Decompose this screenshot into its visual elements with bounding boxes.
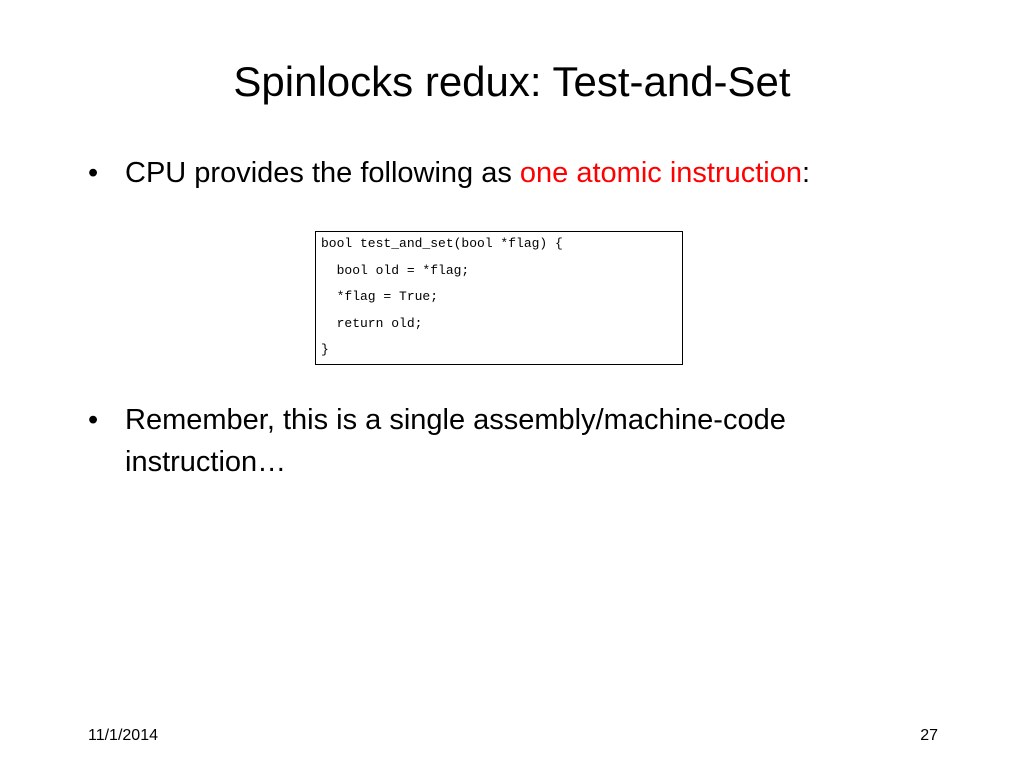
code-line: } (321, 342, 329, 357)
code-line: return old; (321, 315, 423, 331)
footer-date: 11/1/2014 (88, 727, 158, 744)
bullet-text: CPU provides the following as one atomic… (125, 152, 948, 194)
bullet-text-tail: : (802, 157, 811, 189)
page-number: 27 (920, 727, 938, 744)
bullet-text: Remember, this is a single assembly/mach… (125, 404, 786, 478)
code-line: bool old = *flag; (321, 262, 470, 278)
bullet-text-lead: CPU provides the following as (125, 157, 520, 189)
bullet-marker: • (88, 157, 99, 189)
code-line: bool test_and_set(bool *flag) { (321, 236, 563, 251)
slide-title: Spinlocks redux: Test-and-Set (233, 58, 791, 105)
code-line: *flag = True; (321, 289, 439, 304)
code-block: bool test_and_set(bool *flag) { bool old… (315, 231, 683, 365)
bullet-item-remember: • Remember, this is a single assembly/ma… (88, 399, 948, 483)
bullet-marker: • (88, 404, 99, 436)
highlighted-phrase: one atomic instruction (519, 157, 803, 189)
bullet-item-cpu: • CPU provides the following as one atom… (88, 152, 948, 194)
